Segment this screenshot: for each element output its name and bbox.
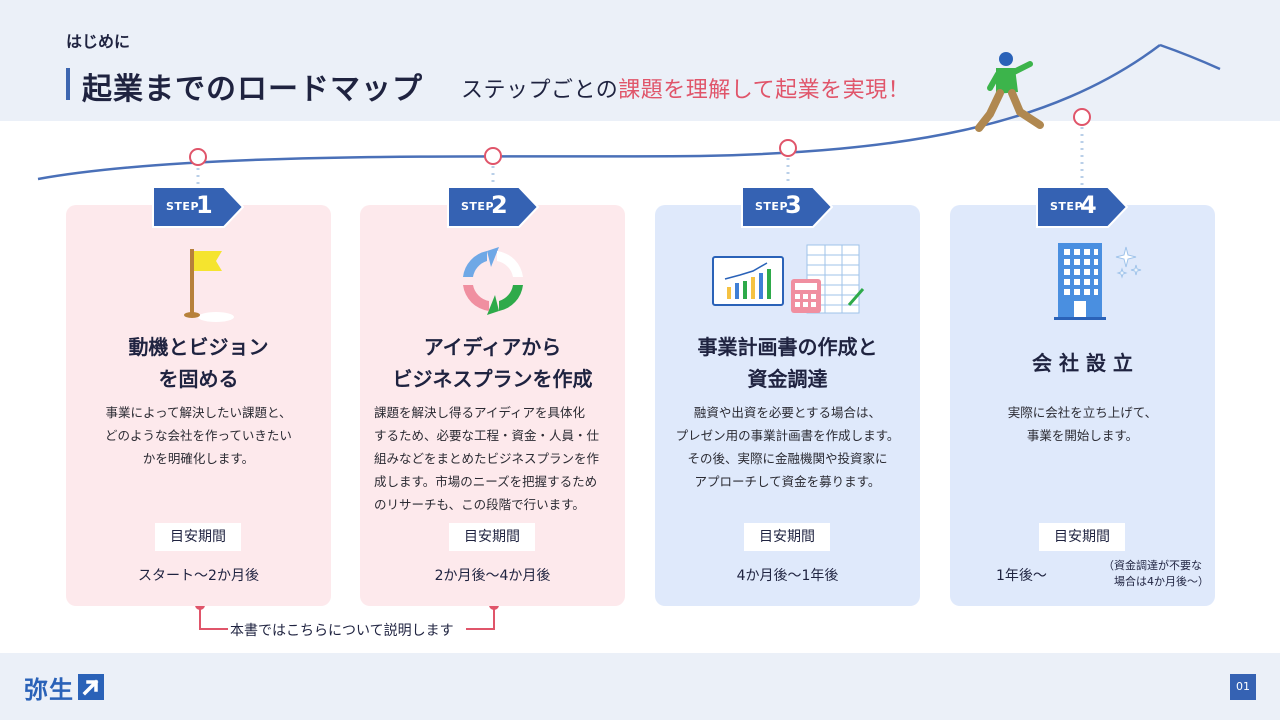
step-3-title-line-1: 事業計画書の作成と [697,335,878,359]
step-2-desc-line: 成します。市場のニーズを把握するため [374,474,598,489]
step-1-period-label: 目安期間 [155,523,241,551]
step-1-title-line-2: を固める [158,367,239,391]
step-4-title: 会 社 設 立 [950,347,1215,379]
step-1-title: 動機とビジョン を固める [66,331,331,395]
step-2-title-line-2: ビジネスプランを作成 [392,367,593,391]
step-4-tag-label: STEP [1050,200,1084,213]
step-4-title-line-1: 会 社 設 立 [1032,351,1133,375]
step-3-description: 融資や出資を必要とする場合は、 プレゼン用の事業計画書を作成します。 その後、実… [663,401,912,493]
step-2-desc-line: 課題を解決し得るアイディアを具体化 [374,405,586,420]
step-2-title-line-1: アイディアから [423,335,562,359]
header-band [0,0,1280,121]
bracket [199,606,495,630]
step-1-tag-number: 1 [196,191,213,219]
step-2-card: アイディアから ビジネスプランを作成 課題を解決し得るアイディアを具体化 するた… [360,205,625,606]
step-2-title: アイディアから ビジネスプランを作成 [360,331,625,395]
step-3-period-value: 4か月後〜1年後 [736,568,839,584]
step-4-period-note-line: 場合は4か月後〜） [1103,575,1209,588]
step-3-tag: STEP 3 [741,186,833,228]
step-4-period-label: 目安期間 [1039,523,1125,551]
step-4-desc-line: 実際に会社を立ち上げて、 [1007,405,1158,420]
runner-icon [975,52,1044,132]
step-1-card: 動機とビジョン を固める 事業によって解決したい課題と、 どのような会社を作って… [66,205,331,606]
step-3-tag-number: 3 [785,191,802,219]
yayoi-logo: 弥生 [24,672,104,704]
cycle-arrows-icon [360,239,625,329]
page-title: 起業までのロードマップ [82,72,423,107]
step-3-desc-line: アプローチして資金を募ります。 [694,474,881,489]
logo-text: 弥生 [24,675,74,704]
step-4-card: 会 社 設 立 実際に会社を立ち上げて、 事業を開始します。 目安期間 1年後〜… [950,205,1215,606]
step-3-desc-line: 融資や出資を必要とする場合は、 [693,405,882,420]
step-2-desc-line: のリサーチも、この段階で行います。 [374,497,585,512]
step-3-period-label: 目安期間 [744,523,830,551]
step-3-desc-line: プレゼン用の事業計画書を作成します。 [675,428,900,443]
milestone-4-marker [1073,108,1091,126]
step-2-period-label: 目安期間 [449,523,535,551]
step-4-period-note: （資金調達が不要な 場合は4か月後〜） [1103,558,1209,590]
step-1-description: 事業によって解決したい課題と、 どのような会社を作っていきたい かを明確化します… [74,401,323,470]
step-4-desc-line: 事業を開始します。 [1026,428,1139,443]
step-3-desc-line: その後、実際に金融機関や投資家に [687,451,888,466]
step-2-desc-line: 組みなどをまとめたビジネスプランを作 [374,451,600,466]
section-label: はじめに [66,32,131,51]
step-4-tag-number: 4 [1080,191,1097,219]
step-4-period-value: 1年後〜 [996,568,1047,584]
step-4-tag: STEP 4 [1036,186,1128,228]
step-2-tag: STEP 2 [447,186,539,228]
step-1-period-value: スタート〜2か月後 [138,568,259,584]
bracket-caption: 本書ではこちらについて説明します [230,623,454,639]
subtitle-highlight: 課題を理解して起業を実現！ [618,78,911,103]
chart-document-calculator-icon [655,239,920,329]
milestone-2-marker [484,147,502,165]
logo-arrow-icon [78,674,104,700]
subtitle-prefix: ステップごとの [461,78,619,103]
step-1-desc-line: かを明確化します。 [142,451,255,466]
flag-icon [66,239,331,329]
step-3-title-line-2: 資金調達 [747,367,828,391]
step-2-period-value: 2か月後〜4か月後 [434,568,551,584]
step-2-tag-label: STEP [461,200,495,213]
step-2-tag-number: 2 [491,191,508,219]
step-1-desc-line: どのような会社を作っていきたい [105,428,292,443]
step-4-period-note-line: （資金調達が不要な [1103,559,1202,572]
step-1-title-line-1: 動機とビジョン [128,335,269,359]
step-2-desc-line: するため、必要な工程・資金・人員・仕 [374,428,600,443]
milestone-3-marker [779,139,797,157]
step-1-desc-line: 事業によって解決したい課題と、 [105,405,292,420]
page-number: 01 [1230,674,1256,700]
milestone-1-marker [189,148,207,166]
title-accent-bar [66,68,70,100]
footer-band [0,653,1280,720]
office-building-icon [950,239,1215,329]
step-4-description: 実際に会社を立ち上げて、 事業を開始します。 [958,401,1207,447]
step-1-tag: STEP 1 [152,186,244,228]
step-1-tag-label: STEP [166,200,200,213]
step-3-tag-label: STEP [755,200,789,213]
step-3-card: 事業計画書の作成と 資金調達 融資や出資を必要とする場合は、 プレゼン用の事業計… [655,205,920,606]
page-subtitle: ステップごとの課題を理解して起業を実現！ [461,72,910,104]
step-3-title: 事業計画書の作成と 資金調達 [655,331,920,395]
step-2-description: 課題を解決し得るアイディアを具体化 するため、必要な工程・資金・人員・仕 組みな… [374,401,619,516]
